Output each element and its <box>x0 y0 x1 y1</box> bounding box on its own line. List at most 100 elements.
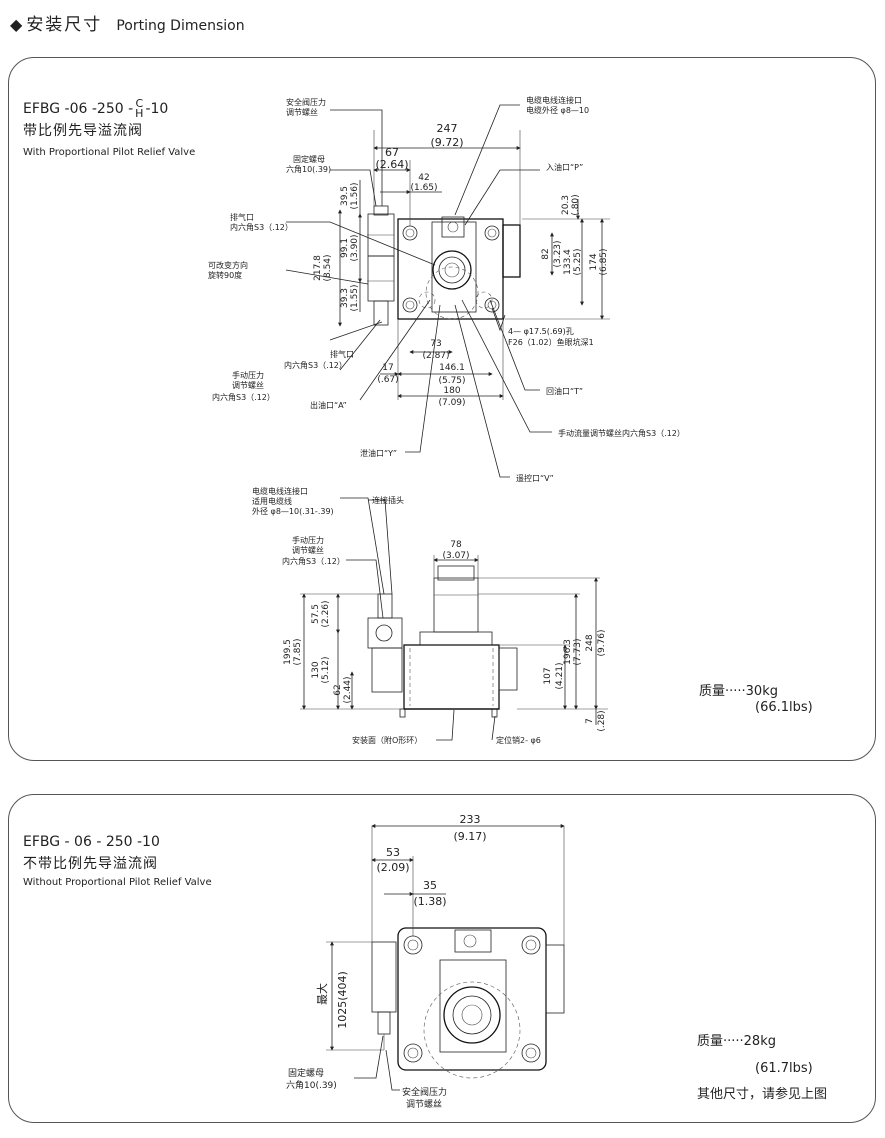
label-remote-v: 遥控口“V” <box>516 473 554 483</box>
label-inlet-p: 入油口“P” <box>546 162 583 172</box>
label-safety-valve2-2: 调节螺丝 <box>406 1098 442 1110</box>
pilot-stack <box>439 959 507 1053</box>
label-lock-nut-2: 六角10(.39) <box>286 164 331 174</box>
pilot-stack <box>431 221 477 313</box>
manual-screw <box>373 300 389 326</box>
dim-174-inch: (6.85) <box>599 248 609 275</box>
dim-78: 78 <box>450 540 462 550</box>
dim-73: 73 <box>430 339 441 349</box>
dim-78-inch: (3.07) <box>442 551 469 561</box>
dim-146-inch: (5.75) <box>438 376 465 386</box>
mounting-hole <box>402 297 418 313</box>
model-variant-c: C <box>135 97 144 110</box>
pilot-base <box>419 631 493 646</box>
side-cover <box>502 224 521 278</box>
leader-lines <box>285 104 552 478</box>
top-view: 247 (9.72) 67 (2.64) 42 (1.65) 217.8 (8.… <box>208 95 685 483</box>
header-title-cn: 安装尺寸 <box>26 15 103 35</box>
panel2-weight: 质量·····28kg <box>697 1034 776 1049</box>
dim-17-inch: (.67) <box>377 375 398 385</box>
mounting-hole <box>487 228 497 238</box>
dim-196-inch: (7.73) <box>573 638 583 665</box>
dim-42-inch: (1.65) <box>410 183 437 193</box>
label-manual-pressure2-1: 手动压力 <box>292 535 324 545</box>
label-vent2-1: 排气口 <box>330 349 354 359</box>
lock-nut <box>377 1011 391 1035</box>
dim-133-inch: (5.25) <box>573 248 583 275</box>
label-vent1-2: 内六角S3（.12） <box>230 222 293 232</box>
panel2-weight-lbs: (61.7lbs) <box>755 1061 813 1076</box>
label-lock-nut2-2: 六角10(.39) <box>286 1079 337 1091</box>
dim-73-inch: (2.87) <box>422 351 449 361</box>
label-cable-port2-3: 外径 φ8—10(.31-.39) <box>252 506 334 516</box>
mounting-hole <box>403 935 423 955</box>
connector-socket <box>447 221 459 233</box>
mounting-hole <box>403 1043 423 1063</box>
dim-174: 174 <box>589 253 599 270</box>
dim-248-inch: (9.76) <box>597 629 607 656</box>
label-manual-pressure2-2: 调节螺丝 <box>292 545 324 555</box>
dim-233-inch: (9.17) <box>453 830 486 843</box>
dim-39-3-inch: (1.55) <box>350 284 360 311</box>
dim-39-3: 39.3 <box>340 288 350 308</box>
main-spool-circle <box>443 986 501 1044</box>
model-variant-h: H <box>135 107 144 120</box>
locating-pin <box>399 708 406 718</box>
dim-35: 35 <box>423 879 437 892</box>
label-safety-valve-2: 调节螺丝 <box>286 107 318 117</box>
label-pin: 定位销2- φ6 <box>496 735 541 745</box>
dim-82: 82 <box>541 248 551 259</box>
solenoid-body <box>433 577 479 633</box>
relief-body <box>371 647 403 693</box>
mounting-holes <box>402 225 500 313</box>
dim-53-inch: (2.09) <box>376 861 409 874</box>
header-bullet-icon: ◆ <box>10 15 23 34</box>
leader-manual <box>346 559 384 619</box>
dim-217-inch: (8.54) <box>323 254 333 281</box>
label-manual-pressure-2: 调节螺丝 <box>232 380 264 390</box>
panel1-weight-lbs: (66.1lbs) <box>755 700 813 715</box>
dim-199: 199.5 <box>283 639 293 665</box>
mounting-hole <box>405 228 415 238</box>
panel-without-pilot: EFBG - 06 - 250 -10 不带比例先导溢流阀 Without Pr… <box>8 794 876 1123</box>
leader-pin <box>491 715 496 741</box>
mounting-hole-inner <box>407 1047 419 1059</box>
panel1-model-code: EFBG -06 -250 - C H -10 <box>23 97 168 120</box>
dim-82-inch: (3.23) <box>553 240 563 267</box>
dim-7: 7 <box>585 718 595 724</box>
top-view-no-pilot: 233 (9.17) 53 (2.09) 35 (1.38) 最大 1025(4… <box>286 813 565 1110</box>
leader-connector <box>368 499 393 595</box>
label-vent1-1: 排气口 <box>230 212 254 222</box>
mounting-hole <box>484 297 500 313</box>
label-holes-1: 4— φ17.5(.69)孔 <box>508 327 574 336</box>
pilot-head <box>454 929 492 953</box>
dim-130-inch: (5.12) <box>321 656 331 683</box>
label-max: 最大 <box>315 983 329 1005</box>
panel-with-pilot: EFBG -06 -250 - C H -10 带比例先导溢流阀 With Pr… <box>8 57 876 761</box>
port-circle-dashed <box>425 266 479 320</box>
dim-199-inch: (7.85) <box>293 638 303 665</box>
dim-67-inch: (2.64) <box>375 158 408 171</box>
label-manual-pressure-3: 内六角S3（.12） <box>212 392 275 402</box>
relief-column <box>371 941 397 1013</box>
dim-57-inch: (2.26) <box>321 600 331 627</box>
panel2-subtitle-en: Without Proportional Pilot Relief Valve <box>23 877 212 888</box>
label-lock-nut-1: 固定螺母 <box>293 154 325 164</box>
mounting-hole-inner <box>525 939 537 951</box>
main-spool-inner <box>452 995 492 1035</box>
mounting-hole <box>484 225 500 241</box>
panel1-weight: 质量·····30kg <box>699 684 778 699</box>
header-title-en: Porting Dimension <box>116 18 245 34</box>
mounting-hole <box>402 225 418 241</box>
label-rotate-1: 可改变方向 <box>208 260 248 270</box>
dim-62-inch: (2.44) <box>343 676 353 703</box>
dim-146: 146.1 <box>439 363 465 373</box>
dim-247-inch: (9.72) <box>430 136 463 149</box>
label-manual-pressure-1: 手动压力 <box>232 370 264 380</box>
dim-67: 67 <box>385 146 399 159</box>
relief-valve <box>367 617 403 649</box>
mounting-hole <box>405 300 415 310</box>
dim-196: 196.3 <box>563 639 573 665</box>
label-rotate-2: 旋转90度 <box>208 270 242 280</box>
